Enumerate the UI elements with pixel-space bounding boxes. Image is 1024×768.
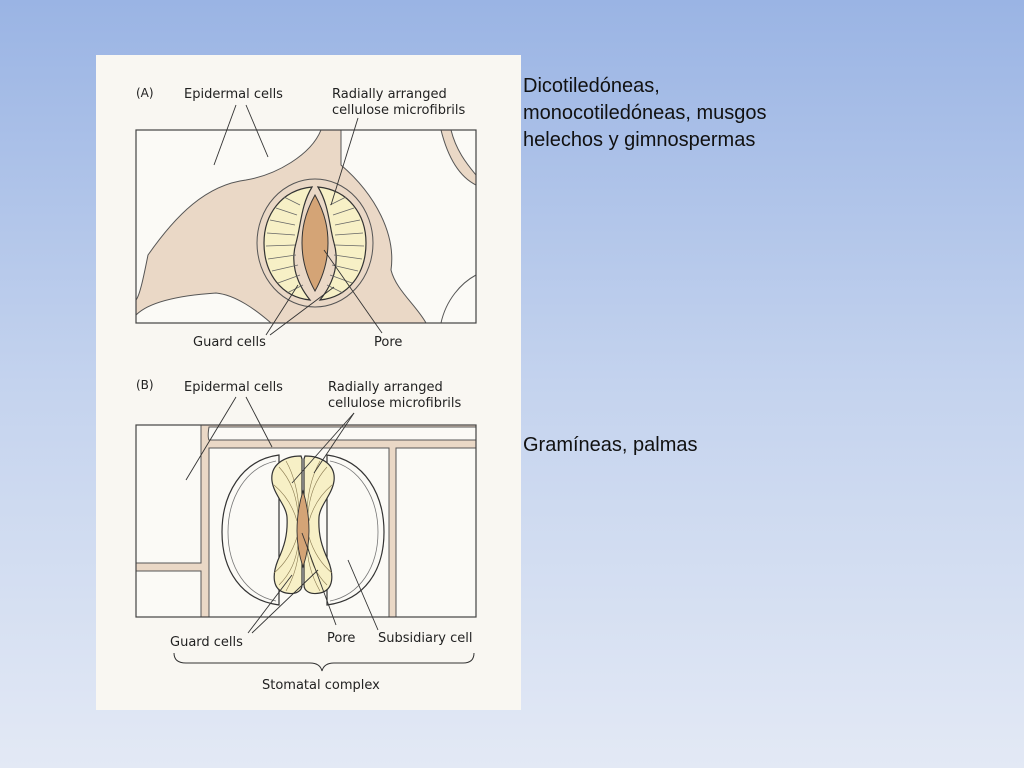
panel-a: (A) Epidermal cells Radially arranged ce… (135, 86, 477, 350)
panel-b-pore (296, 489, 310, 569)
panel-b-microfibril-label-2: cellulose microfibrils (328, 396, 462, 411)
panel-b-epidermal-label: Epidermal cells (184, 380, 283, 395)
panel-b-pore-label: Pore (327, 631, 355, 646)
stomata-diagram: (A) Epidermal cells Radially arranged ce… (135, 86, 477, 693)
panel-a-guard-cells (263, 186, 367, 301)
panel-b: (B) Epidermal cells Radially arranged ce… (135, 378, 477, 693)
panel-b-letter: (B) (136, 378, 154, 392)
panel-a-microfibril-label-1: Radially arranged (332, 87, 447, 102)
panel-b-microfibril-label-1: Radially arranged (328, 380, 443, 395)
panel-a-leader-lines (213, 104, 383, 336)
panel-b-guard-cells-label: Guard cells (170, 635, 243, 650)
caption-dicots: Dicotiledóneas, monocotiledóneas, musgos… (523, 75, 767, 151)
panel-a-letter: (A) (136, 86, 154, 100)
panel-a-microfibril-label-2: cellulose microfibrils (332, 103, 466, 118)
caption-grasses: Gramíneas, palmas (523, 434, 698, 456)
panel-a-microfibril-lines (265, 196, 365, 294)
stomatal-complex-label: Stomatal complex (262, 678, 380, 693)
panel-a-epidermal-label: Epidermal cells (184, 87, 283, 102)
stomata-figure: (A) Epidermal cells Radially arranged ce… (96, 55, 521, 710)
stomatal-complex-brace (173, 652, 475, 672)
panel-a-pore-label: Pore (374, 335, 402, 350)
panel-b-subsidiary-label: Subsidiary cell (378, 631, 473, 646)
panel-a-pore (301, 193, 329, 293)
panel-b-microfibril-lines (273, 460, 333, 592)
panel-b-subsidiary-cells (221, 454, 385, 606)
panel-a-cells (136, 130, 476, 323)
panel-b-leader-lines (185, 396, 379, 634)
panel-a-guard-cells-label: Guard cells (193, 335, 266, 350)
